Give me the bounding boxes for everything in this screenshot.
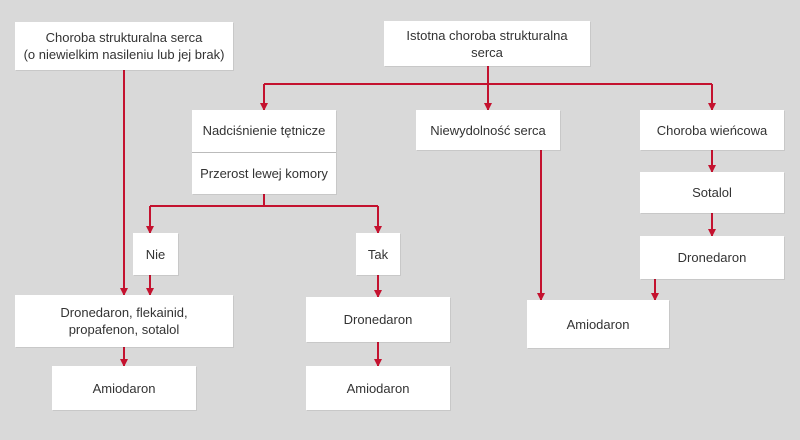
box-left-drugs-line2: propafenon, sotalol xyxy=(68,322,180,337)
box-amiodarone-left-label: Amiodaron xyxy=(92,380,156,396)
box-minor-structural-disease: Choroba strukturalna serca (o niewielkim… xyxy=(15,22,233,70)
connector-hypertrophy-split xyxy=(150,194,378,207)
box-left-drug-options: Dronedaron, flekainid, propafenon, sotal… xyxy=(15,295,233,347)
box-major-line1: Istotna choroba strukturalna xyxy=(406,27,568,43)
box-minor-line2: (o niewielkim nasileniu lub jej brak) xyxy=(23,47,225,62)
box-dronedarone-right: Dronedaron xyxy=(640,236,784,279)
box-no: Nie xyxy=(133,233,178,275)
box-minor-line1: Choroba strukturalna serca xyxy=(45,30,203,45)
box-sotalol: Sotalol xyxy=(640,172,784,213)
stack-divider xyxy=(192,151,336,153)
box-hypertension-hypertrophy: Nadciśnienie tętnicze Przerost lewej kom… xyxy=(192,110,336,194)
box-coronary-label: Choroba wieńcowa xyxy=(656,122,768,138)
box-lv-hypertrophy: Przerost lewej komory xyxy=(200,165,328,181)
box-dronedarone-mid-label: Dronedaron xyxy=(343,312,413,327)
box-amiodarone-mid-label: Amiodaron xyxy=(346,380,410,396)
connector-major-branch xyxy=(264,66,712,85)
box-major-structural-disease: Istotna choroba strukturalna serca xyxy=(384,21,590,66)
box-dronedarone-right-label: Dronedaron xyxy=(677,250,747,265)
box-amiodarone-mid: Amiodaron xyxy=(306,366,450,410)
box-major-line2: serca xyxy=(471,44,503,60)
box-yes-label: Tak xyxy=(367,246,389,262)
box-yes: Tak xyxy=(356,233,400,275)
box-coronary-disease: Choroba wieńcowa xyxy=(640,110,784,150)
box-hypertension: Nadciśnienie tętnicze xyxy=(202,123,326,139)
box-dronedarone-mid: Dronedaron xyxy=(306,297,450,342)
box-amiodarone-left: Amiodaron xyxy=(52,366,196,410)
box-amiodarone-right-label: Amiodaron xyxy=(566,316,630,332)
box-left-drugs-line1: Dronedaron, flekainid, xyxy=(60,305,188,320)
box-heart-failure: Niewydolność serca xyxy=(416,110,560,150)
box-amiodarone-right: Amiodaron xyxy=(527,300,669,348)
box-no-label: Nie xyxy=(145,246,166,262)
box-sotalol-label: Sotalol xyxy=(692,185,732,200)
box-heart-failure-label: Niewydolność serca xyxy=(430,122,546,138)
